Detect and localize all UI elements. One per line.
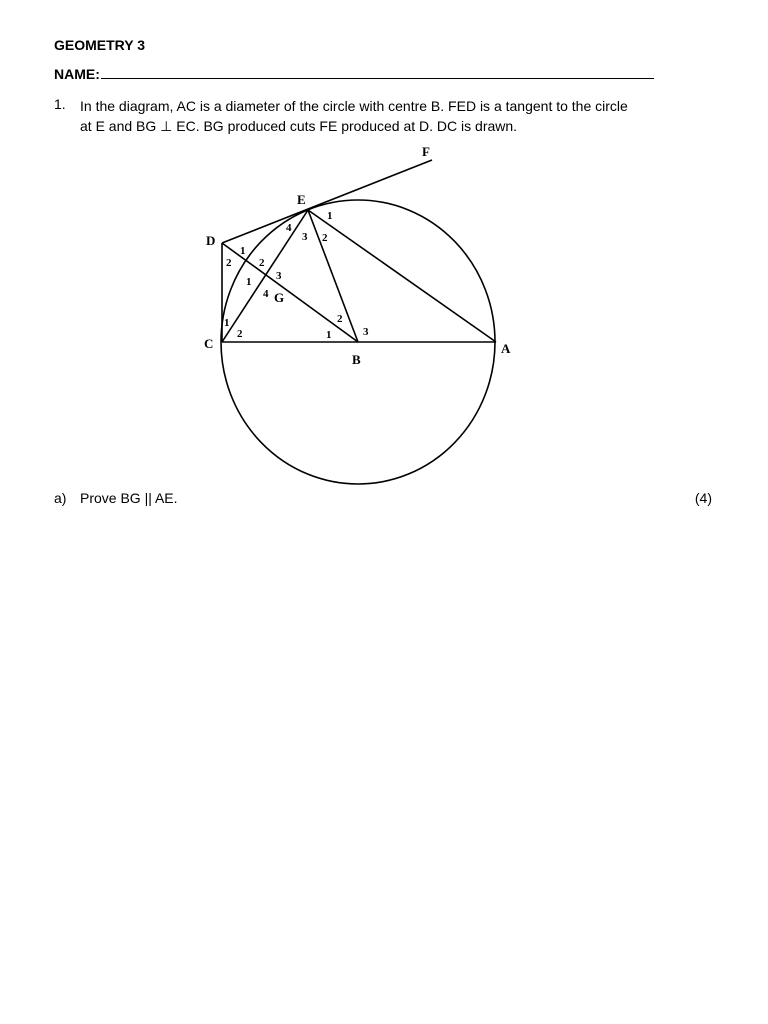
angle-label-e4: 4 [286,222,292,234]
angle-label-b2: 2 [337,313,343,325]
question-line-1: In the diagram, AC is a diameter of the … [80,98,628,114]
name-label: NAME: [54,66,100,82]
angle-label-b1: 1 [326,329,332,341]
angle-label-c1: 1 [224,317,230,329]
angle-label-e2: 2 [322,232,328,244]
point-label-d: D [206,233,215,248]
document-title: GEOMETRY 3 [54,37,146,53]
part-a-marks: (4) [694,490,712,506]
chord-ec [221,209,309,343]
question-line-2: at E and BG ⊥ EC. BG produced cuts FE pr… [80,118,518,134]
point-label-g: G [274,290,284,305]
radius-eb [307,209,359,343]
line-db [221,242,359,343]
part-a-label: a) [54,490,67,506]
angle-label-d2: 2 [226,257,232,269]
point-label-c: C [204,336,213,351]
angle-label-b3: 3 [363,326,369,338]
angle-label-g4: 4 [263,288,269,300]
angle-label-c2: 2 [237,328,243,340]
point-label-a: A [501,341,511,356]
question-number: 1. [54,96,66,112]
point-label-f: F [422,144,430,159]
angle-label-e3: 3 [302,231,308,243]
chord-ea [307,209,497,343]
tangent-fd [221,159,433,244]
angle-label-g3: 3 [276,270,282,282]
angle-label-e1: 1 [327,210,333,222]
name-field[interactable]: NAME: [54,66,654,82]
geometry-diagram: F E D C B A G 1 2 3 4 1 2 1 2 3 4 1 2 1 … [204,144,511,485]
angle-label-g1: 1 [246,276,252,288]
angle-label-g2: 2 [259,257,265,269]
part-a-text: Prove BG || AE. [80,490,178,506]
question-text: In the diagram, AC is a diameter of the … [80,96,700,136]
point-label-b: B [352,352,361,367]
name-underline[interactable] [100,66,654,79]
point-label-e: E [297,192,306,207]
angle-label-d1: 1 [240,245,246,257]
